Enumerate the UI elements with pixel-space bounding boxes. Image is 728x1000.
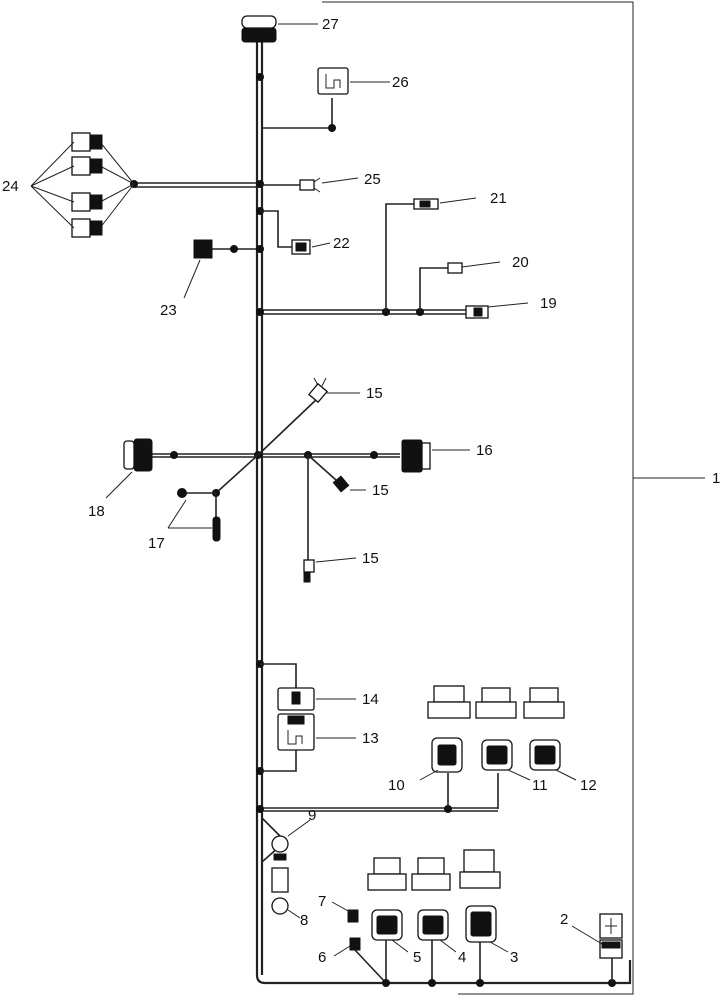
callout-27: 27 bbox=[322, 16, 339, 33]
connector-26 bbox=[317, 67, 349, 95]
callout-4: 4 bbox=[458, 949, 466, 966]
callout-3: 3 bbox=[510, 949, 518, 966]
callout-16: 16 bbox=[476, 442, 493, 459]
callout-11: 11 bbox=[532, 777, 548, 794]
callout-19: 19 bbox=[540, 295, 557, 312]
connector-7 bbox=[347, 909, 359, 923]
callout-24: 24 bbox=[2, 178, 19, 195]
callout-21: 21 bbox=[490, 190, 507, 207]
ecu-connector-housing-12 bbox=[523, 687, 565, 719]
callout-17: 17 bbox=[148, 535, 165, 552]
ecu-connector-housing-11 bbox=[475, 687, 517, 719]
connector-2 bbox=[599, 913, 623, 959]
connector-18 bbox=[123, 438, 153, 472]
callout-18: 18 bbox=[88, 503, 105, 520]
connector-21 bbox=[413, 198, 439, 210]
connector-27 bbox=[241, 15, 277, 43]
connector-6 bbox=[349, 937, 361, 951]
callout-15-upper: 15 bbox=[366, 385, 383, 402]
callout-13: 13 bbox=[362, 730, 379, 747]
connector-20 bbox=[447, 262, 463, 274]
ecu-connector-3 bbox=[465, 905, 497, 943]
connector-group-24 bbox=[71, 132, 103, 238]
connector-19 bbox=[465, 305, 489, 319]
callout-9: 9 bbox=[308, 807, 316, 824]
callout-12: 12 bbox=[580, 777, 597, 794]
fuse-holder bbox=[271, 867, 289, 893]
callout-8: 8 bbox=[300, 912, 308, 929]
callout-22: 22 bbox=[333, 235, 350, 252]
ecu-connector-housing-5 bbox=[367, 857, 407, 891]
relay-14 bbox=[277, 687, 315, 711]
callout-26: 26 bbox=[392, 74, 409, 91]
callout-1: 1 bbox=[712, 470, 720, 487]
callout-6: 6 bbox=[318, 949, 326, 966]
ecu-connector-12 bbox=[529, 739, 561, 771]
callout-23: 23 bbox=[160, 302, 177, 319]
connector-15-middle bbox=[332, 475, 350, 493]
ecu-connector-housing-3 bbox=[459, 849, 501, 889]
connector-8 bbox=[271, 897, 289, 915]
ecu-connector-4 bbox=[417, 909, 449, 941]
ecu-connector-10 bbox=[431, 737, 463, 773]
ecu-connector-housing-4 bbox=[411, 857, 451, 891]
connector-15-lower bbox=[303, 559, 315, 583]
callout-20: 20 bbox=[512, 254, 529, 271]
harness-assembly-bracket bbox=[322, 1, 705, 995]
connector-15-upper bbox=[307, 377, 329, 404]
callout-15-lower: 15 bbox=[362, 550, 379, 567]
connector-16 bbox=[401, 439, 431, 473]
sensor-17b bbox=[212, 516, 221, 542]
connector-9 bbox=[271, 835, 289, 861]
connector-22 bbox=[291, 239, 311, 255]
callout-5: 5 bbox=[413, 949, 421, 966]
ecu-connector-5 bbox=[371, 909, 403, 941]
callout-10: 10 bbox=[388, 777, 405, 794]
connector-23 bbox=[193, 239, 213, 259]
relay-13 bbox=[277, 713, 315, 751]
main-trunk bbox=[255, 42, 632, 985]
callout-15-middle: 15 bbox=[372, 482, 389, 499]
ecu-connector-11 bbox=[481, 739, 513, 771]
sensor-17a bbox=[177, 488, 187, 498]
callout-14: 14 bbox=[362, 691, 379, 708]
callout-7: 7 bbox=[318, 893, 326, 910]
callout-2: 2 bbox=[560, 911, 568, 928]
connector-25 bbox=[299, 177, 321, 193]
ecu-connector-housing-10 bbox=[427, 685, 471, 719]
callout-25: 25 bbox=[364, 171, 381, 188]
